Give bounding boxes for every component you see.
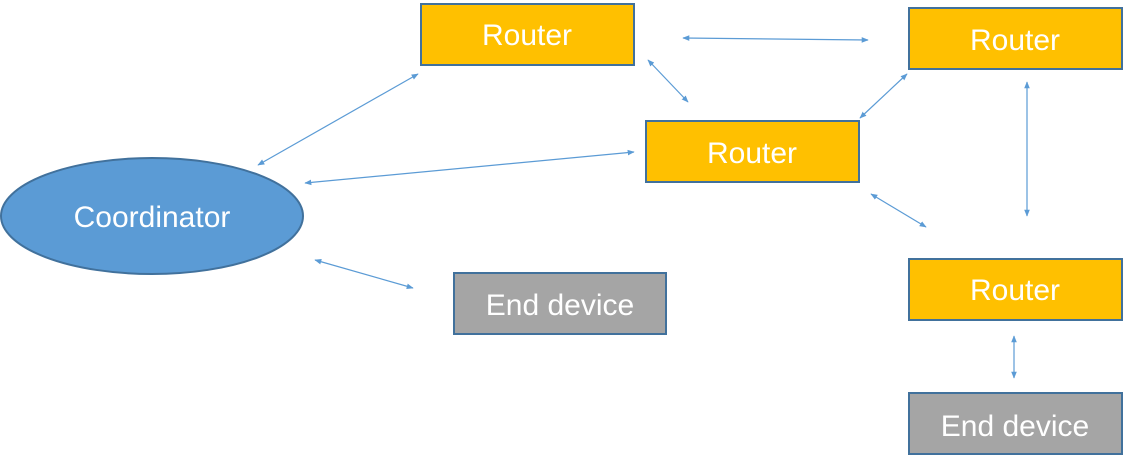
router-top-left-label: Router [482,19,572,52]
edge-coordinator-end-device-center [314,259,414,289]
router-top-right-node: Router [908,7,1123,70]
edge-router-top-left-router-top-right [682,35,869,43]
router-center-box [645,120,860,183]
router-center-node: Router [645,120,860,183]
router-right-box [908,258,1123,321]
router-top-right-label: Router [970,24,1060,57]
end-device-center-node: End device [453,272,667,335]
router-right-node: Router [908,258,1123,321]
end-device-right-node: End device [908,392,1123,455]
end-device-center-label: End device [486,289,634,322]
router-top-left-box [420,3,635,66]
edge-coordinator-router-center [304,149,635,186]
coordinator-ellipse [0,157,304,275]
end-device-center-box [453,272,667,335]
edge-coordinator-router-top-left [257,73,419,166]
coordinator-node: Coordinator [0,157,304,275]
router-top-left-node: Router [420,3,635,66]
router-right-label: Router [970,274,1060,307]
edge-router-center-router-right [870,193,927,228]
edge-router-center-router-top-right [859,73,908,119]
router-center-label: Router [707,137,797,170]
edge-router-top-left-router-center [647,59,689,103]
coordinator-label: Coordinator [74,201,231,234]
end-device-right-box [908,392,1123,455]
router-top-right-box [908,7,1123,70]
end-device-right-label: End device [941,410,1089,443]
edges [257,35,1030,379]
